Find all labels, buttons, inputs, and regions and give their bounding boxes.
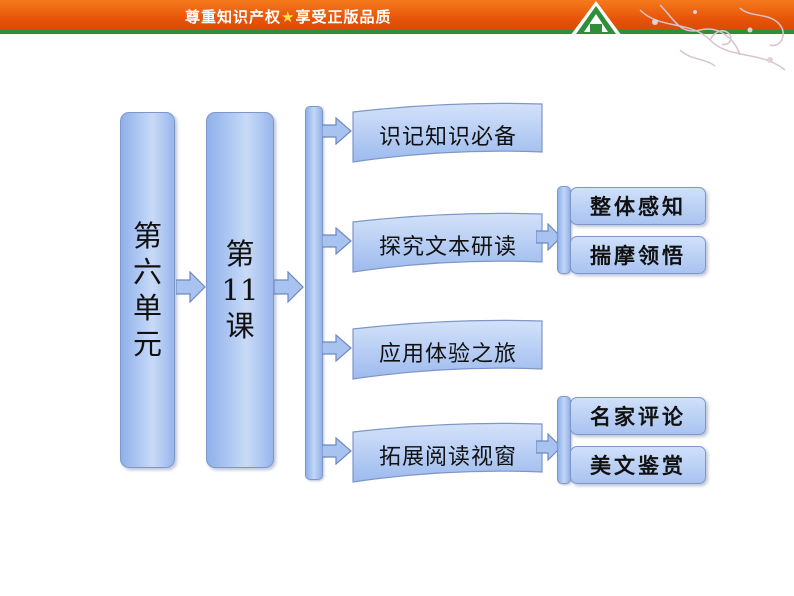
section-2-child-1: 整体感知 xyxy=(570,187,706,225)
header-slogan: 尊重知识产权★享受正版品质 xyxy=(185,6,391,27)
section-1-label: 识记知识必备 xyxy=(378,125,517,150)
arrow-right-icon xyxy=(322,117,352,145)
section-4-child-2: 美文鉴赏 xyxy=(570,446,706,484)
unit-box: 第六单元 xyxy=(120,112,175,468)
slogan-left: 尊重知识产权 xyxy=(185,8,282,26)
section-4-child-1: 名家评论 xyxy=(570,397,706,435)
section-1-banner: 识记知识必备 xyxy=(352,100,544,164)
arrow-right-icon xyxy=(322,437,352,465)
unit-label: 第六单元 xyxy=(132,219,162,361)
arrow-right-icon xyxy=(176,271,206,303)
arrow-right-icon xyxy=(322,227,352,255)
section-connector-bar xyxy=(305,106,323,480)
decorative-swirl-icon xyxy=(639,4,786,71)
section-2-sub-connector xyxy=(557,186,571,274)
arrow-right-icon xyxy=(536,433,562,461)
lesson-box: 第11课 xyxy=(206,112,274,468)
header-green-line xyxy=(0,30,794,34)
section-4-sub-connector xyxy=(557,396,571,484)
slogan-right: 享受正版品质 xyxy=(295,8,392,26)
section-2-child-2: 揣摩领悟 xyxy=(570,236,706,274)
section-4-label: 拓展阅读视窗 xyxy=(378,445,517,470)
arrow-right-icon xyxy=(536,223,562,251)
logo-a-icon xyxy=(570,1,622,36)
section-4-banner: 拓展阅读视窗 xyxy=(352,420,544,484)
section-2-banner: 探究文本研读 xyxy=(352,210,544,274)
header-bar: 尊重知识产权★享受正版品质 xyxy=(0,0,794,30)
slogan-star: ★ xyxy=(281,8,296,26)
arrow-right-icon xyxy=(322,334,352,362)
lesson-label: 第11课 xyxy=(221,237,259,343)
section-3-label: 应用体验之旅 xyxy=(378,342,517,367)
arrow-right-icon xyxy=(274,271,304,303)
section-2-label: 探究文本研读 xyxy=(378,235,517,260)
section-3-banner: 应用体验之旅 xyxy=(352,317,544,381)
